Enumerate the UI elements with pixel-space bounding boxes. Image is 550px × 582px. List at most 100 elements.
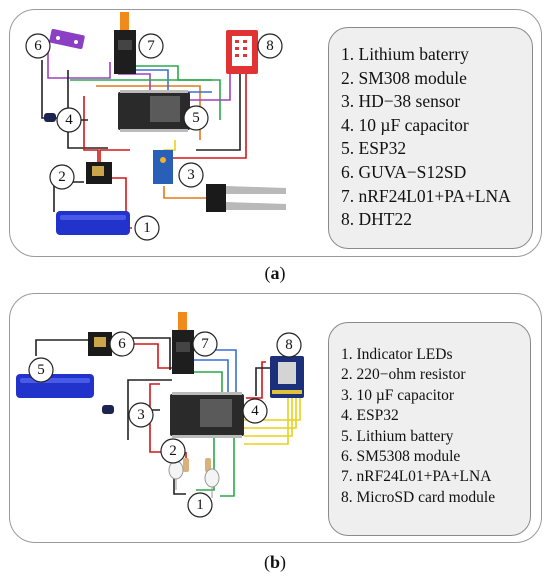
caption-a: (a) — [0, 263, 550, 284]
callout-b-1: 1 — [187, 492, 213, 518]
sm5308-module-b — [88, 332, 112, 356]
callout-a-7: 7 — [138, 33, 164, 59]
callout-a-6: 6 — [25, 33, 51, 59]
callout-b-2: 2 — [160, 438, 186, 464]
callout-b-5: 5 — [28, 357, 54, 383]
svg-text:2: 2 — [58, 169, 66, 185]
svg-text:1: 1 — [196, 497, 204, 513]
caption-a-letter: a — [270, 263, 280, 283]
callouts-b: 1 2 3 4 5 6 7 8 — [28, 331, 302, 518]
svg-text:3: 3 — [137, 407, 145, 423]
callout-b-7: 7 — [192, 331, 218, 357]
wire-b-yellow-2 — [244, 398, 297, 429]
caption-b-close: ) — [280, 552, 286, 572]
legend-a-item-3: 3. HD−38 sensor — [341, 91, 461, 112]
legend-a-item-6: 6. GUVA−S12SD — [341, 161, 467, 182]
antenna-a — [120, 12, 129, 34]
svg-text:2: 2 — [169, 443, 177, 459]
svg-text:5: 5 — [192, 110, 200, 126]
legend-b-item-5: 5. Lithium battery — [341, 427, 454, 445]
wire-a-black-2 — [67, 70, 108, 149]
svg-text:4: 4 — [251, 403, 259, 419]
wire-a-red-1 — [83, 96, 99, 165]
leds-b — [168, 460, 220, 498]
legend-b-item-8: 8. MicroSD card module — [341, 488, 496, 506]
wire-b-blue-2 — [188, 359, 229, 396]
wire-a-red-2 — [170, 72, 247, 159]
callout-b-8: 8 — [276, 332, 302, 358]
wire-b-yellow-3 — [244, 398, 293, 437]
legend-a-item-5: 5. ESP32 — [341, 138, 407, 159]
panel-b: 1. Indicator LEDs 2. 220−ohm resistor 3.… — [9, 293, 542, 543]
capacitor-b — [102, 405, 114, 414]
legend-b-list: 1. Indicator LEDs 2. 220−ohm resistor 3.… — [329, 323, 530, 508]
capacitor-a — [44, 113, 56, 122]
legend-a-item-4: 4. 10 µF capacitor — [341, 114, 469, 135]
legend-a-item-2: 2. SM308 module — [341, 67, 467, 88]
legend-a-item-7: 7. nRF24L01+PA+LNA — [341, 185, 511, 206]
svg-text:1: 1 — [143, 220, 151, 236]
battery-b — [16, 374, 94, 398]
hd38-probe-a — [206, 184, 286, 212]
svg-text:8: 8 — [285, 337, 293, 353]
esp32-board-b — [170, 392, 244, 438]
circuit-b: 1 2 3 4 5 6 7 8 — [16, 312, 304, 518]
svg-text:3: 3 — [187, 167, 195, 183]
wire-b-black-4 — [255, 367, 270, 396]
wire-a-purple-1 — [47, 52, 111, 79]
legend-a-list: 1. Lithium baterry 2. SM308 module 3. HD… — [329, 28, 532, 232]
svg-text:4: 4 — [65, 112, 73, 128]
wire-b-yellow-4 — [244, 398, 289, 445]
wire-b-red-3 — [246, 361, 266, 399]
wire-a-blue-1 — [136, 69, 212, 93]
callout-b-6: 6 — [109, 331, 135, 357]
legend-b-item-7: 7. nRF24L01+PA+LNA — [341, 468, 492, 486]
legend-b-item-6: 6. SM5308 module — [341, 448, 461, 466]
wire-a-black-1 — [41, 60, 58, 119]
wire-b-red-1 — [112, 343, 172, 369]
legend-a-item-8: 8. DHT22 — [341, 209, 412, 230]
dht22-sensor-a — [226, 30, 258, 74]
nrf24-radio-a — [114, 12, 136, 74]
resistors-b — [183, 458, 211, 472]
callout-a-4: 4 — [56, 107, 82, 133]
svg-text:7: 7 — [201, 336, 209, 352]
caption-b-open: ( — [263, 552, 270, 572]
callouts-a: 1 2 3 4 5 6 7 8 — [25, 33, 283, 241]
svg-text:7: 7 — [147, 38, 155, 54]
legend-b-item-2: 2. 220−ohm resistor — [341, 366, 466, 384]
svg-text:8: 8 — [266, 38, 274, 54]
caption-b: (b) — [0, 552, 550, 573]
svg-text:6: 6 — [34, 38, 42, 54]
wire-b-black-6 — [173, 478, 186, 495]
wire-b-black-1 — [35, 339, 88, 356]
nrf24-radio-b — [172, 312, 194, 374]
circuit-a: 1 2 3 4 5 6 7 8 — [25, 12, 286, 241]
wire-b-blue-1 — [192, 349, 237, 398]
legend-a: 1. Lithium baterry 2. SM308 module 3. HD… — [328, 27, 533, 249]
wire-b-green-3 — [220, 438, 235, 497]
antenna-b — [178, 312, 187, 334]
caption-a-open: ( — [264, 263, 271, 283]
callout-a-5: 5 — [183, 105, 209, 131]
svg-text:6: 6 — [118, 336, 126, 352]
caption-a-close: ) — [279, 263, 286, 283]
legend-b-item-4: 4. ESP32 — [341, 407, 399, 425]
legend-b-item-3: 3. 10 µF capacitor — [341, 386, 455, 404]
callout-a-1: 1 — [134, 215, 160, 241]
caption-b-letter: b — [269, 552, 280, 572]
callout-a-3: 3 — [178, 162, 204, 188]
guva-sensor-a — [49, 28, 85, 50]
legend-b-item-1: 1. Indicator LEDs — [341, 346, 453, 363]
esp32-board-a — [118, 90, 190, 132]
legend-b: 1. Indicator LEDs 2. 220−ohm resistor 3.… — [328, 322, 531, 536]
wire-b-green-2 — [196, 438, 215, 491]
svg-text:5: 5 — [37, 362, 45, 378]
battery-a — [56, 211, 130, 235]
legend-a-item-1: 1. Lithium baterry — [341, 44, 469, 64]
callout-a-8: 8 — [257, 33, 283, 59]
sm308-module-a — [86, 162, 112, 184]
callout-a-2: 2 — [49, 164, 75, 190]
hd38-module-a — [153, 150, 173, 184]
